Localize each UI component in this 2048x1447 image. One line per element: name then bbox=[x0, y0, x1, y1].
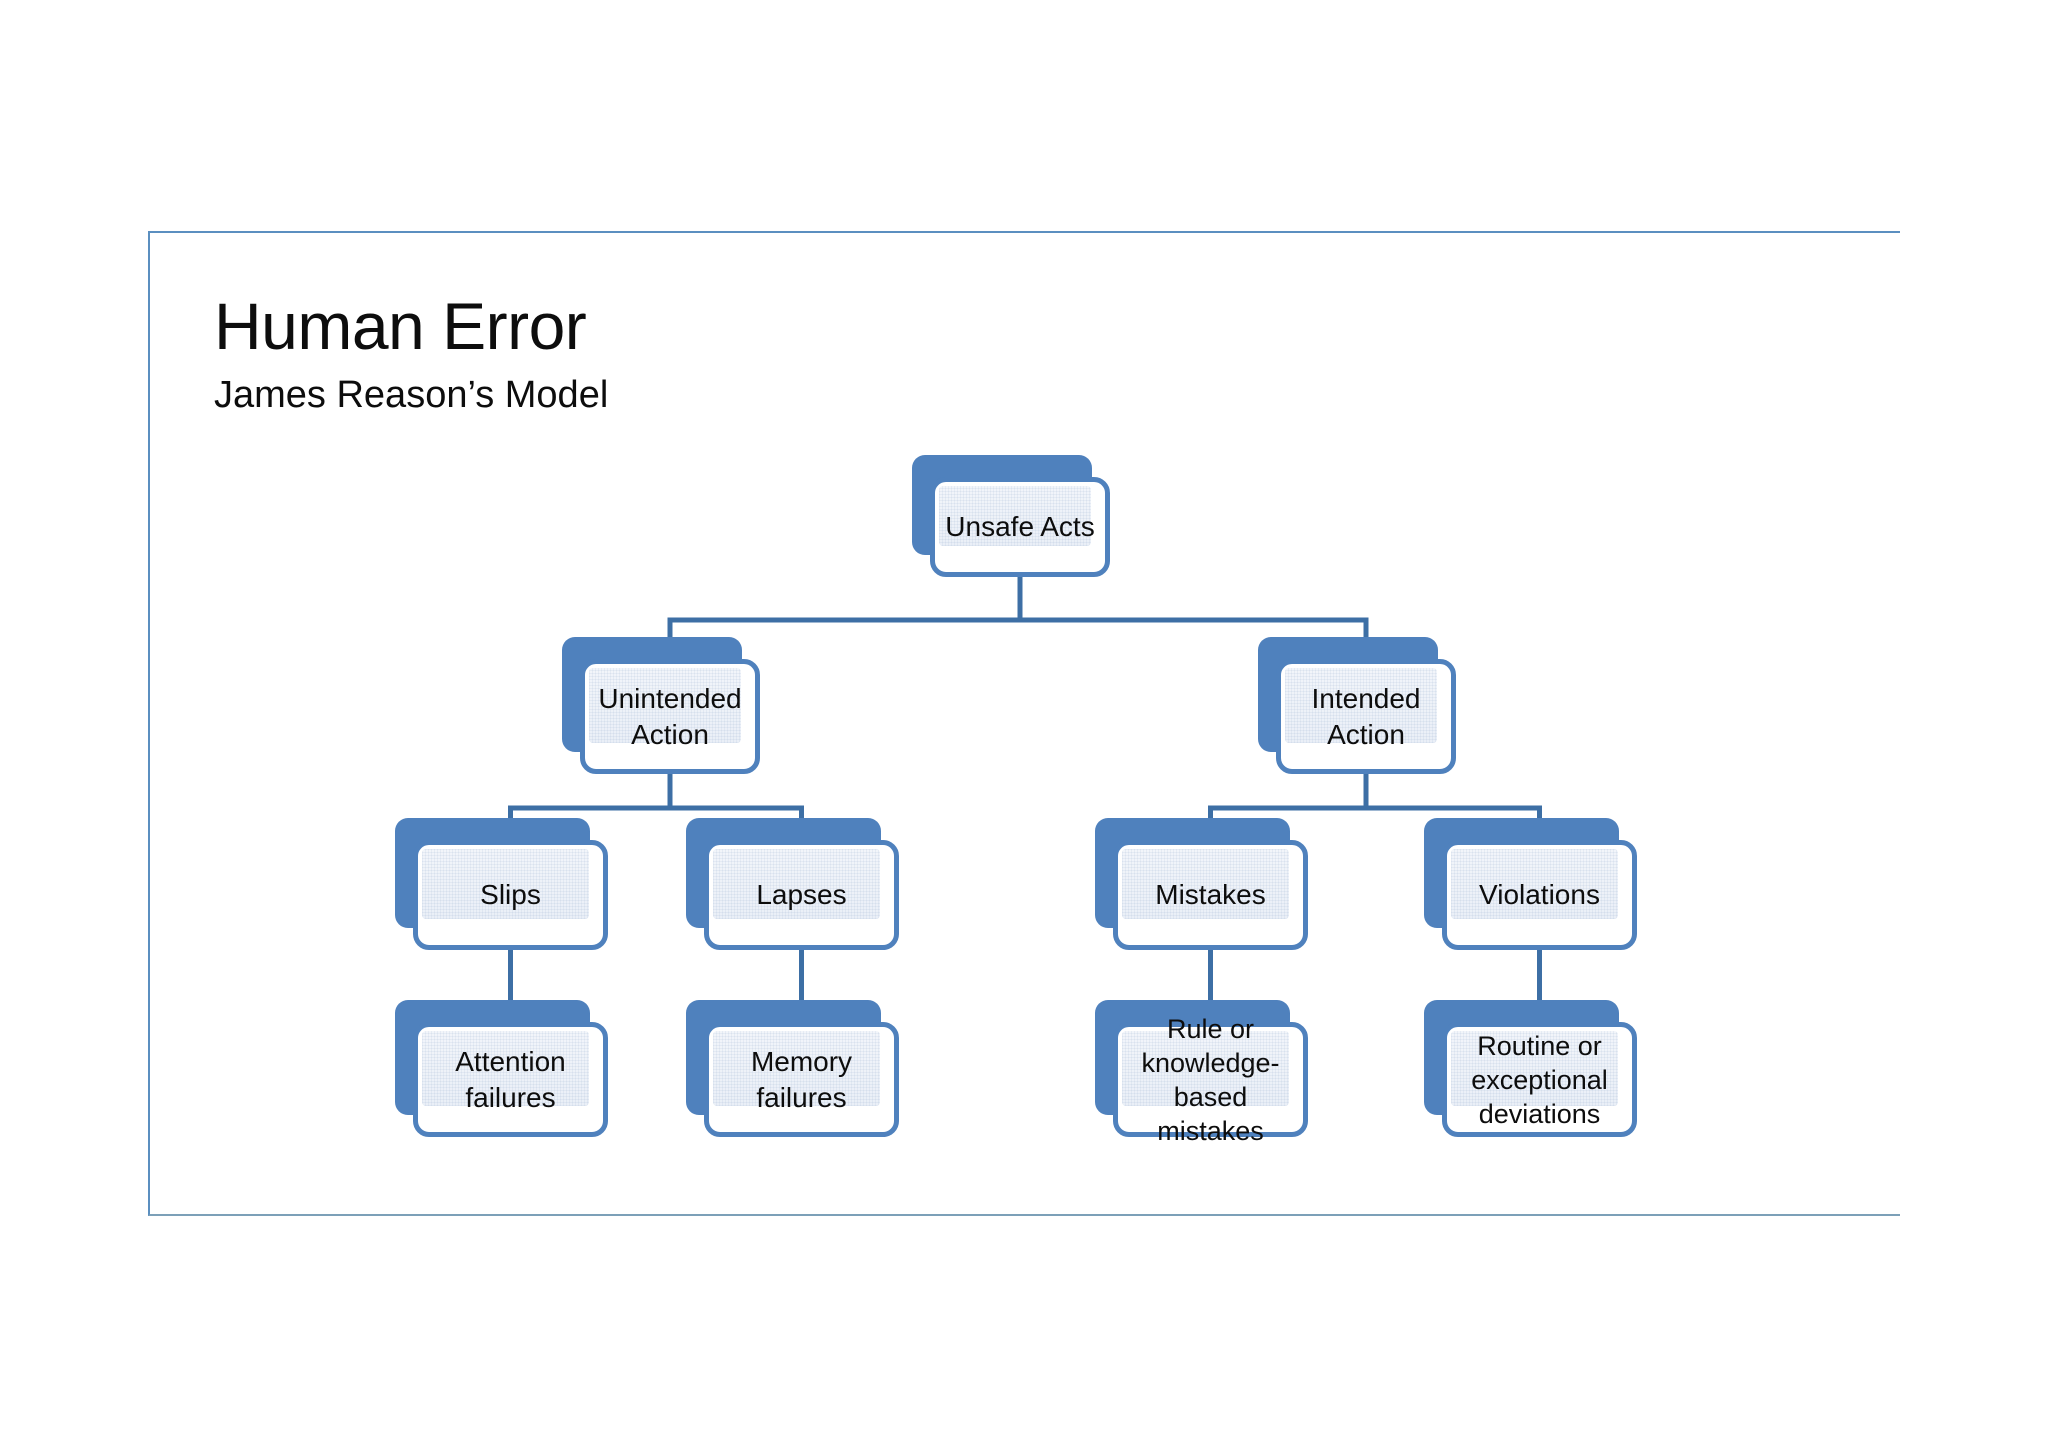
node-violations[interactable]: Violations bbox=[1424, 818, 1637, 950]
node-routine-exceptional-deviations[interactable]: Routine or exceptional deviations bbox=[1424, 1000, 1637, 1137]
node-face bbox=[930, 477, 1110, 577]
node-label: Mistakes bbox=[1155, 879, 1266, 910]
node-mistakes[interactable]: Mistakes bbox=[1095, 818, 1308, 950]
node-fill bbox=[713, 849, 880, 919]
node-fill bbox=[1122, 1031, 1289, 1106]
node-label: Unsafe Acts bbox=[945, 511, 1095, 542]
node-face bbox=[1113, 1022, 1308, 1137]
node-label: Rule or knowledge- based mistakes bbox=[1141, 1013, 1280, 1146]
node-fill bbox=[422, 849, 589, 919]
page-title: Human Error bbox=[214, 289, 587, 363]
node-face bbox=[413, 840, 608, 950]
node-fill bbox=[422, 1031, 589, 1106]
node-face bbox=[580, 659, 760, 774]
node-rule-knowledge-mistakes[interactable]: Rule or knowledge- based mistakes bbox=[1095, 1000, 1308, 1146]
node-unsafe-acts[interactable]: Unsafe Acts bbox=[912, 455, 1110, 577]
title-block: Human Error James Reason’s Model bbox=[214, 290, 608, 418]
node-label: Intended Action bbox=[1311, 682, 1421, 750]
node-fill bbox=[1122, 849, 1289, 919]
node-label: Attention failures bbox=[455, 1045, 566, 1113]
node-fill bbox=[1451, 1031, 1618, 1106]
page-subtitle: James Reason’s Model bbox=[214, 374, 609, 416]
node-face bbox=[1442, 840, 1637, 950]
node-label: Memory failures bbox=[750, 1045, 853, 1113]
node-lapses[interactable]: Lapses bbox=[686, 818, 899, 950]
node-label: Routine or exceptional deviations bbox=[1471, 1030, 1608, 1129]
node-label: Lapses bbox=[756, 879, 847, 910]
node-slips[interactable]: Slips bbox=[395, 818, 608, 950]
node-face bbox=[704, 840, 899, 950]
node-fill bbox=[589, 668, 741, 743]
node-fill bbox=[1451, 849, 1618, 919]
node-face bbox=[1276, 659, 1456, 774]
node-fill bbox=[713, 1031, 880, 1106]
node-attention-failures[interactable]: Attention failures bbox=[395, 1000, 608, 1137]
node-label: Unintended Action bbox=[598, 682, 742, 750]
node-intended-action[interactable]: Intended Action bbox=[1258, 637, 1456, 774]
node-unintended-action[interactable]: Unintended Action bbox=[562, 637, 760, 774]
node-memory-failures[interactable]: Memory failures bbox=[686, 1000, 899, 1137]
node-face bbox=[1113, 840, 1308, 950]
node-face bbox=[1442, 1022, 1637, 1137]
node-fill bbox=[939, 486, 1091, 546]
node-fill bbox=[1285, 668, 1437, 743]
node-label: Slips bbox=[480, 879, 541, 910]
node-face bbox=[704, 1022, 899, 1137]
node-face bbox=[413, 1022, 608, 1137]
node-label: Violations bbox=[1479, 879, 1600, 910]
